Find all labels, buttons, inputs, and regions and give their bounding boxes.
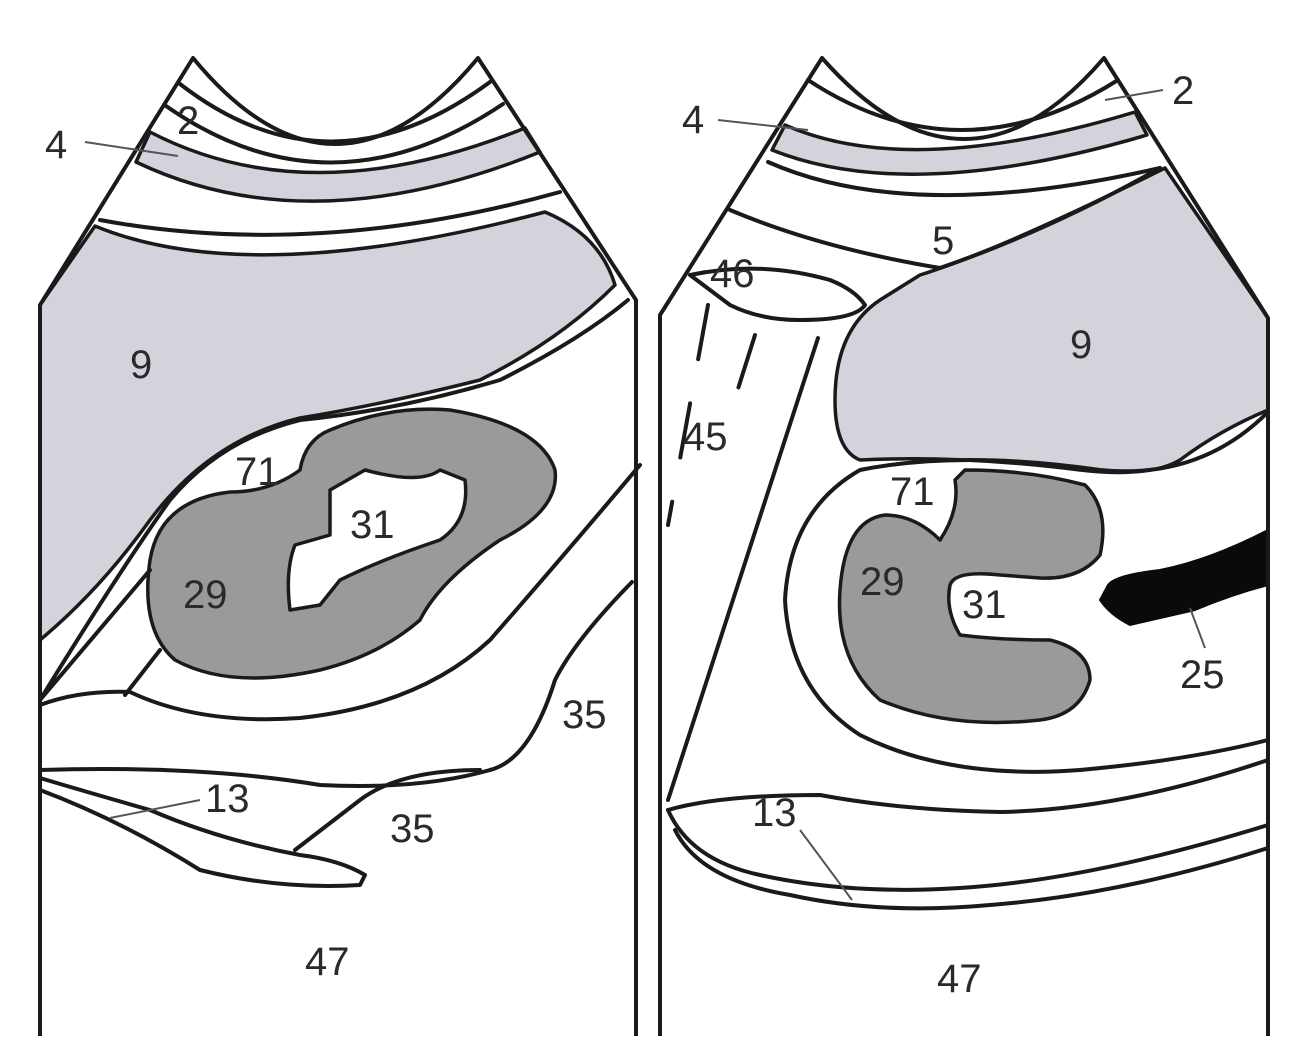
left-line-35: [295, 770, 480, 850]
left-label-13: 13: [205, 777, 250, 821]
right-label-45: 45: [683, 415, 728, 459]
right-leader-2: [1105, 90, 1163, 100]
right-leader-4: [718, 120, 808, 130]
left-organ-9: [40, 212, 615, 640]
right-label-13: 13: [752, 791, 797, 835]
right-label-29: 29: [860, 560, 905, 604]
right-label-46: 46: [710, 252, 755, 296]
left-label-31: 31: [350, 503, 395, 547]
left-label-4: 4: [45, 123, 67, 167]
left-top-band-1: [180, 82, 490, 142]
right-top-band-1: [808, 80, 1118, 130]
right-structure-25: [1100, 530, 1268, 625]
right-leader-13: [800, 830, 852, 900]
right-label-71: 71: [890, 470, 935, 514]
left-label-71: 71: [235, 450, 280, 494]
right-layer-4: [772, 112, 1147, 174]
right-leader-25: [1190, 608, 1205, 648]
left-label-35b: 35: [390, 807, 435, 851]
right-label-9: 9: [1070, 323, 1092, 367]
right-label-5: 5: [932, 219, 954, 263]
right-label-4: 4: [682, 98, 704, 142]
right-label-2: 2: [1172, 69, 1194, 113]
left-label-2: 2: [177, 99, 199, 143]
right-label-47: 47: [937, 957, 982, 1001]
right-label-31: 31: [962, 583, 1007, 627]
left-line-diag2: [125, 650, 160, 695]
right-structure-13b: [675, 830, 1268, 908]
right-dashes-45b: [725, 335, 755, 430]
left-panel: 2 4 9 71 31 29 35 13 35 47: [40, 58, 640, 1036]
left-label-47: 47: [305, 940, 350, 984]
left-label-9: 9: [130, 343, 152, 387]
right-label-25: 25: [1180, 653, 1225, 697]
left-label-29: 29: [183, 573, 228, 617]
right-panel: 2 4 5 46 9 45 71 29 31 25 13 47: [660, 58, 1268, 1036]
left-label-35a: 35: [562, 693, 607, 737]
